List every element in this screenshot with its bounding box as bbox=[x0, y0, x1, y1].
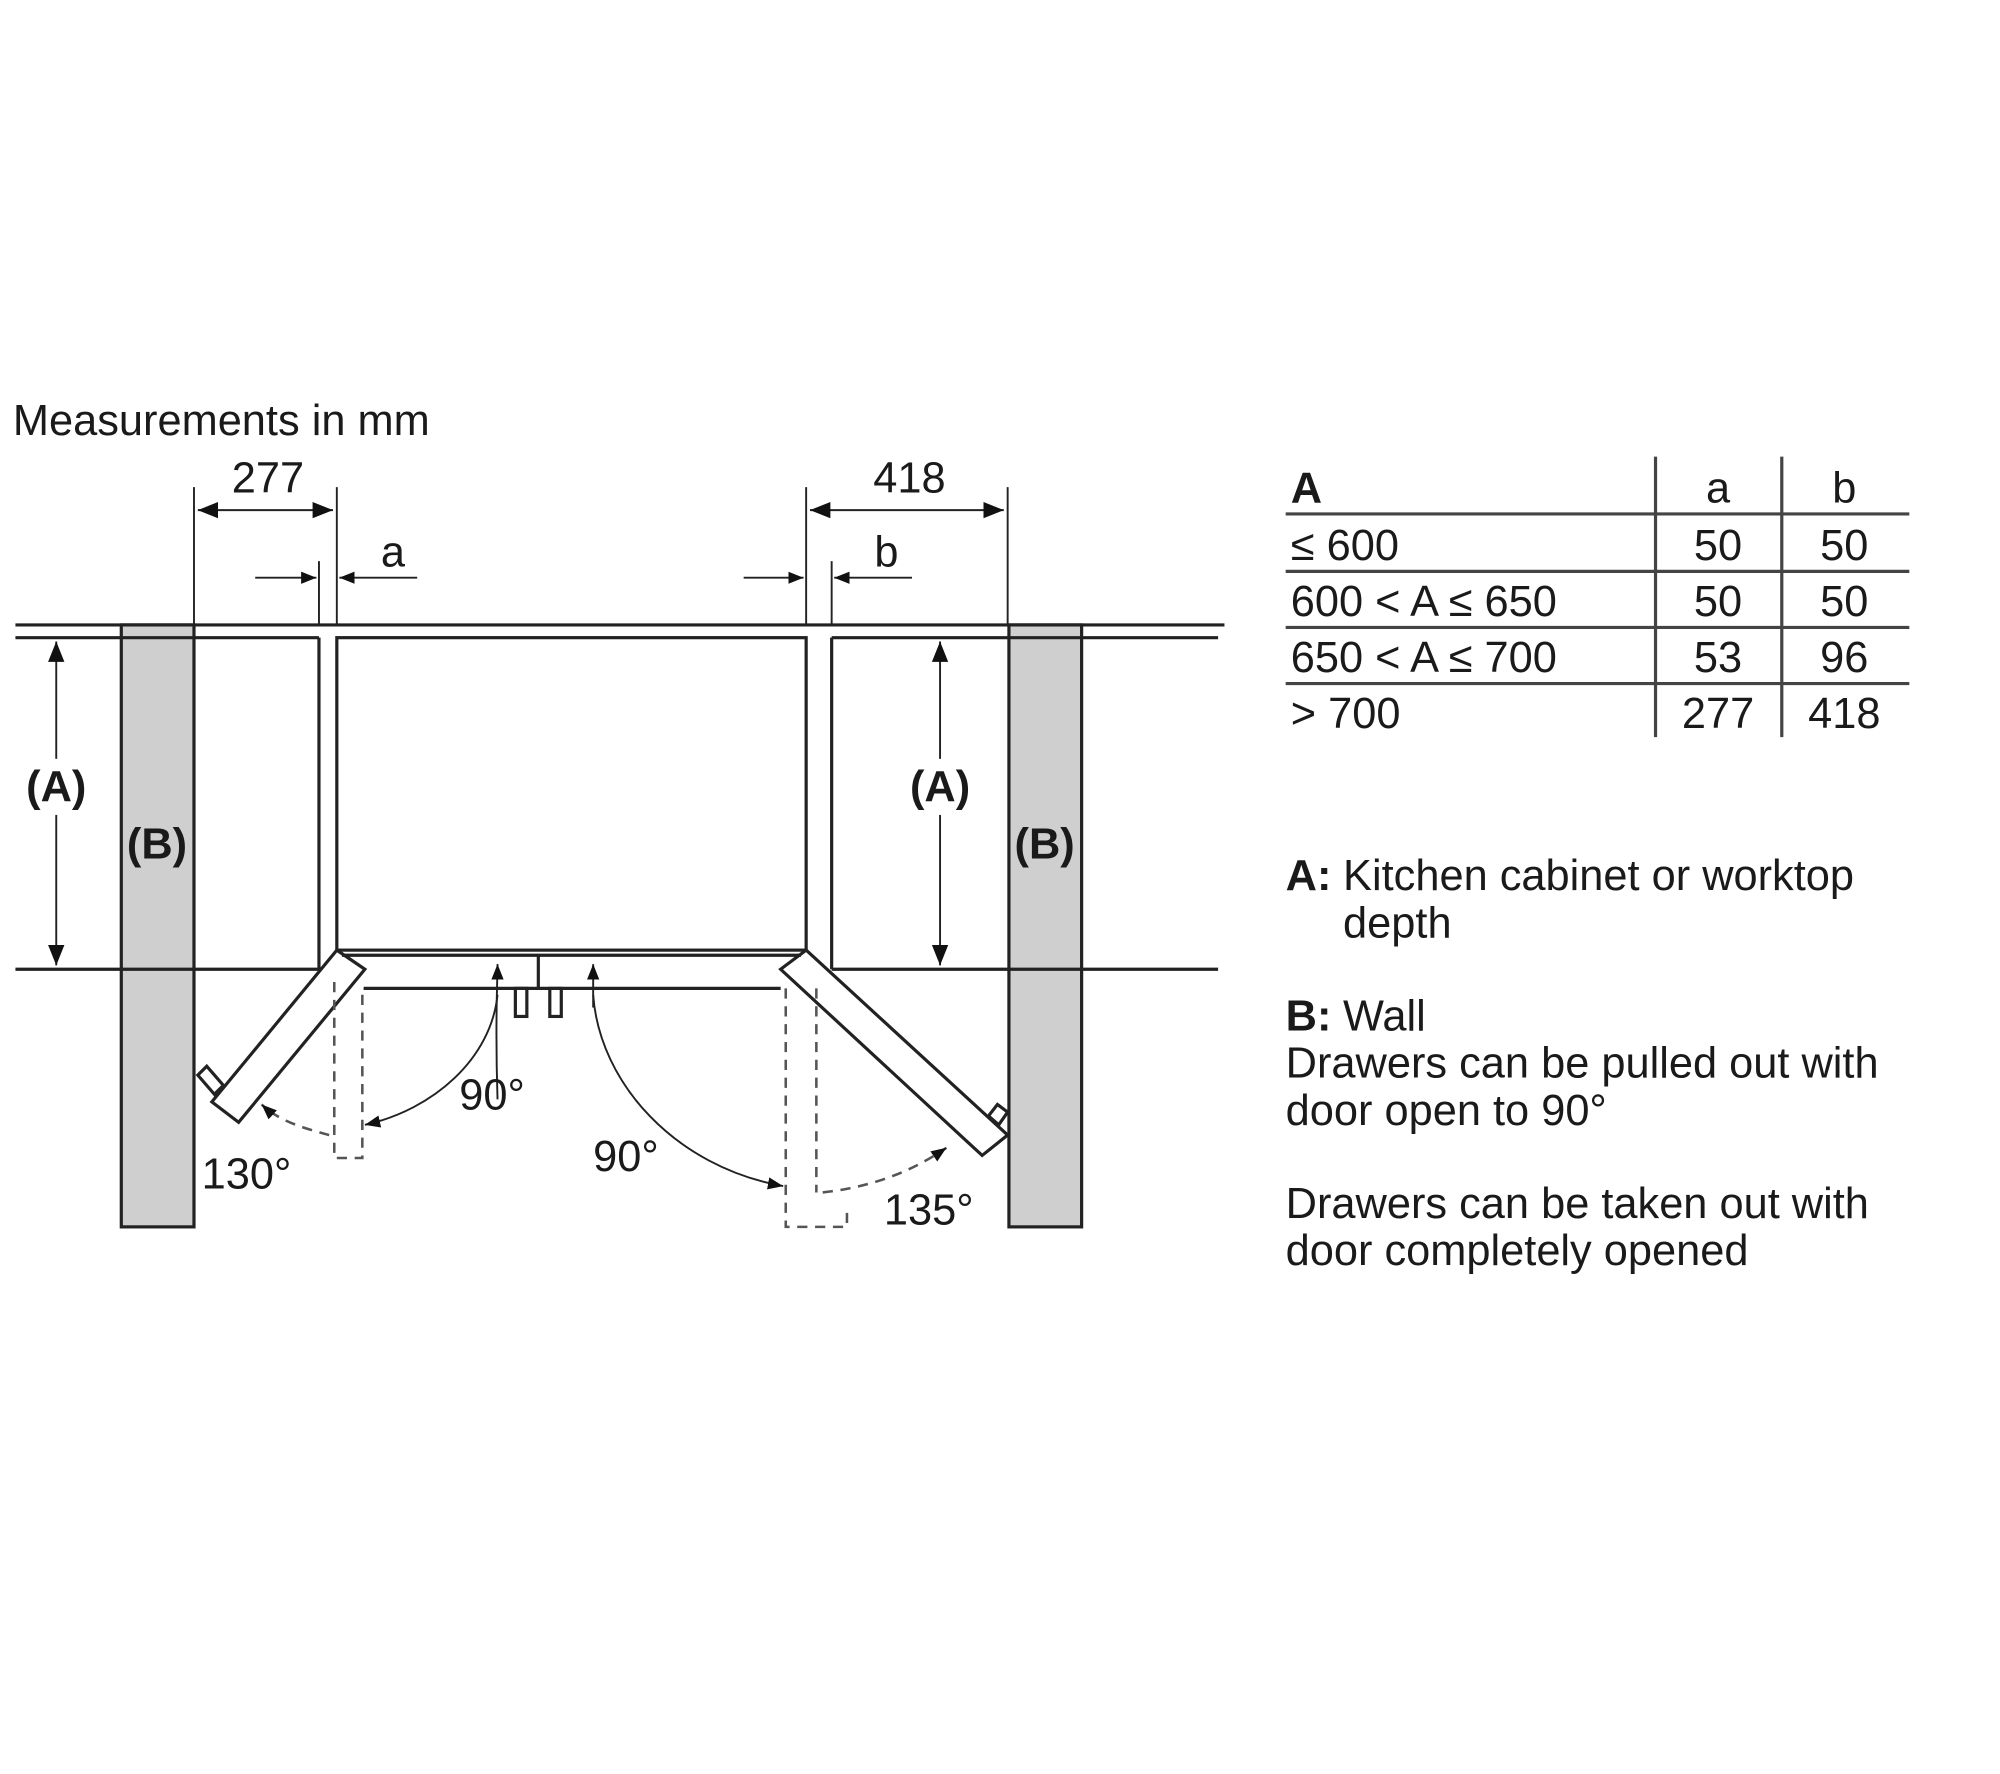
right-wall bbox=[1007, 623, 1084, 1229]
legend-b-text: Wall bbox=[1343, 992, 1426, 1040]
left-wall bbox=[119, 623, 196, 1229]
angle-right-90: 90° bbox=[593, 1133, 659, 1181]
angle-left-130: 130° bbox=[202, 1151, 292, 1199]
dimension-418: 418 bbox=[873, 454, 945, 502]
door-90-outlines bbox=[332, 982, 849, 1229]
dimension-277: 277 bbox=[232, 454, 304, 502]
note-take-out-2: door completely opened bbox=[1286, 1227, 1749, 1275]
note-pull-out-2: door open to 90° bbox=[1286, 1087, 1607, 1135]
clearance-table: A a b ≤ 600 50 50 600 < A ≤ 650 50 50 65… bbox=[1285, 456, 1910, 738]
table-cell: 53 bbox=[1694, 634, 1742, 682]
table-cell: 96 bbox=[1820, 634, 1868, 682]
legend-a-key: A: bbox=[1286, 852, 1332, 900]
dimension-right bbox=[743, 487, 1009, 625]
worktop-lines bbox=[15, 623, 1225, 971]
table-cell: ≤ 600 bbox=[1291, 522, 1399, 570]
table-header-b: b bbox=[1832, 464, 1856, 512]
right-door-open bbox=[778, 948, 1011, 1158]
table-cell: 50 bbox=[1694, 578, 1742, 626]
table-cell: 277 bbox=[1682, 690, 1754, 738]
left-door-handle bbox=[195, 1063, 226, 1097]
angle-left-90: 90° bbox=[459, 1072, 525, 1120]
fridge-drawer bbox=[341, 953, 802, 1019]
table-cell: 600 < A ≤ 650 bbox=[1291, 578, 1557, 626]
note-pull-out-1: Drawers can be pulled out with bbox=[1286, 1040, 1879, 1088]
right-door-handle bbox=[986, 1102, 1010, 1128]
legend-a-text: Kitchen cabinet or worktop bbox=[1343, 852, 1854, 900]
table-cell: > 700 bbox=[1291, 690, 1401, 738]
legend-b-key: B: bbox=[1286, 992, 1332, 1040]
right-90-arc bbox=[592, 994, 784, 1190]
left-90-arc bbox=[491, 964, 504, 1100]
right-135-arc bbox=[822, 1146, 948, 1194]
table-header-a-range: A bbox=[1291, 464, 1322, 512]
dimension-a: a bbox=[381, 528, 406, 576]
table-cell: 50 bbox=[1820, 578, 1868, 626]
note-take-out-1: Drawers can be taken out with bbox=[1286, 1180, 1869, 1228]
table-cell: 418 bbox=[1808, 690, 1880, 738]
dimension-b: b bbox=[874, 528, 898, 576]
left-130-arc bbox=[260, 1103, 330, 1137]
fridge-body bbox=[335, 636, 808, 952]
table-cell: 650 < A ≤ 700 bbox=[1291, 634, 1557, 682]
legend-a-text-2: depth bbox=[1343, 899, 1452, 947]
depth-label-right: (A) bbox=[910, 763, 970, 811]
dimension-left bbox=[193, 487, 418, 625]
measurements-title: Measurements in mm bbox=[13, 397, 430, 445]
depth-label-left: (A) bbox=[26, 763, 86, 811]
wall-label-right: (B) bbox=[1015, 820, 1075, 868]
table-header-a: a bbox=[1706, 464, 1731, 512]
wall-label-left: (B) bbox=[127, 820, 187, 868]
left-door-open bbox=[209, 947, 368, 1125]
legend: A: Kitchen cabinet or worktop depth B: W… bbox=[1286, 852, 1879, 1275]
angle-right-135: 135° bbox=[884, 1186, 974, 1234]
table-cell: 50 bbox=[1694, 522, 1742, 570]
table-cell: 50 bbox=[1820, 522, 1868, 570]
left-90-arrow bbox=[364, 994, 499, 1128]
